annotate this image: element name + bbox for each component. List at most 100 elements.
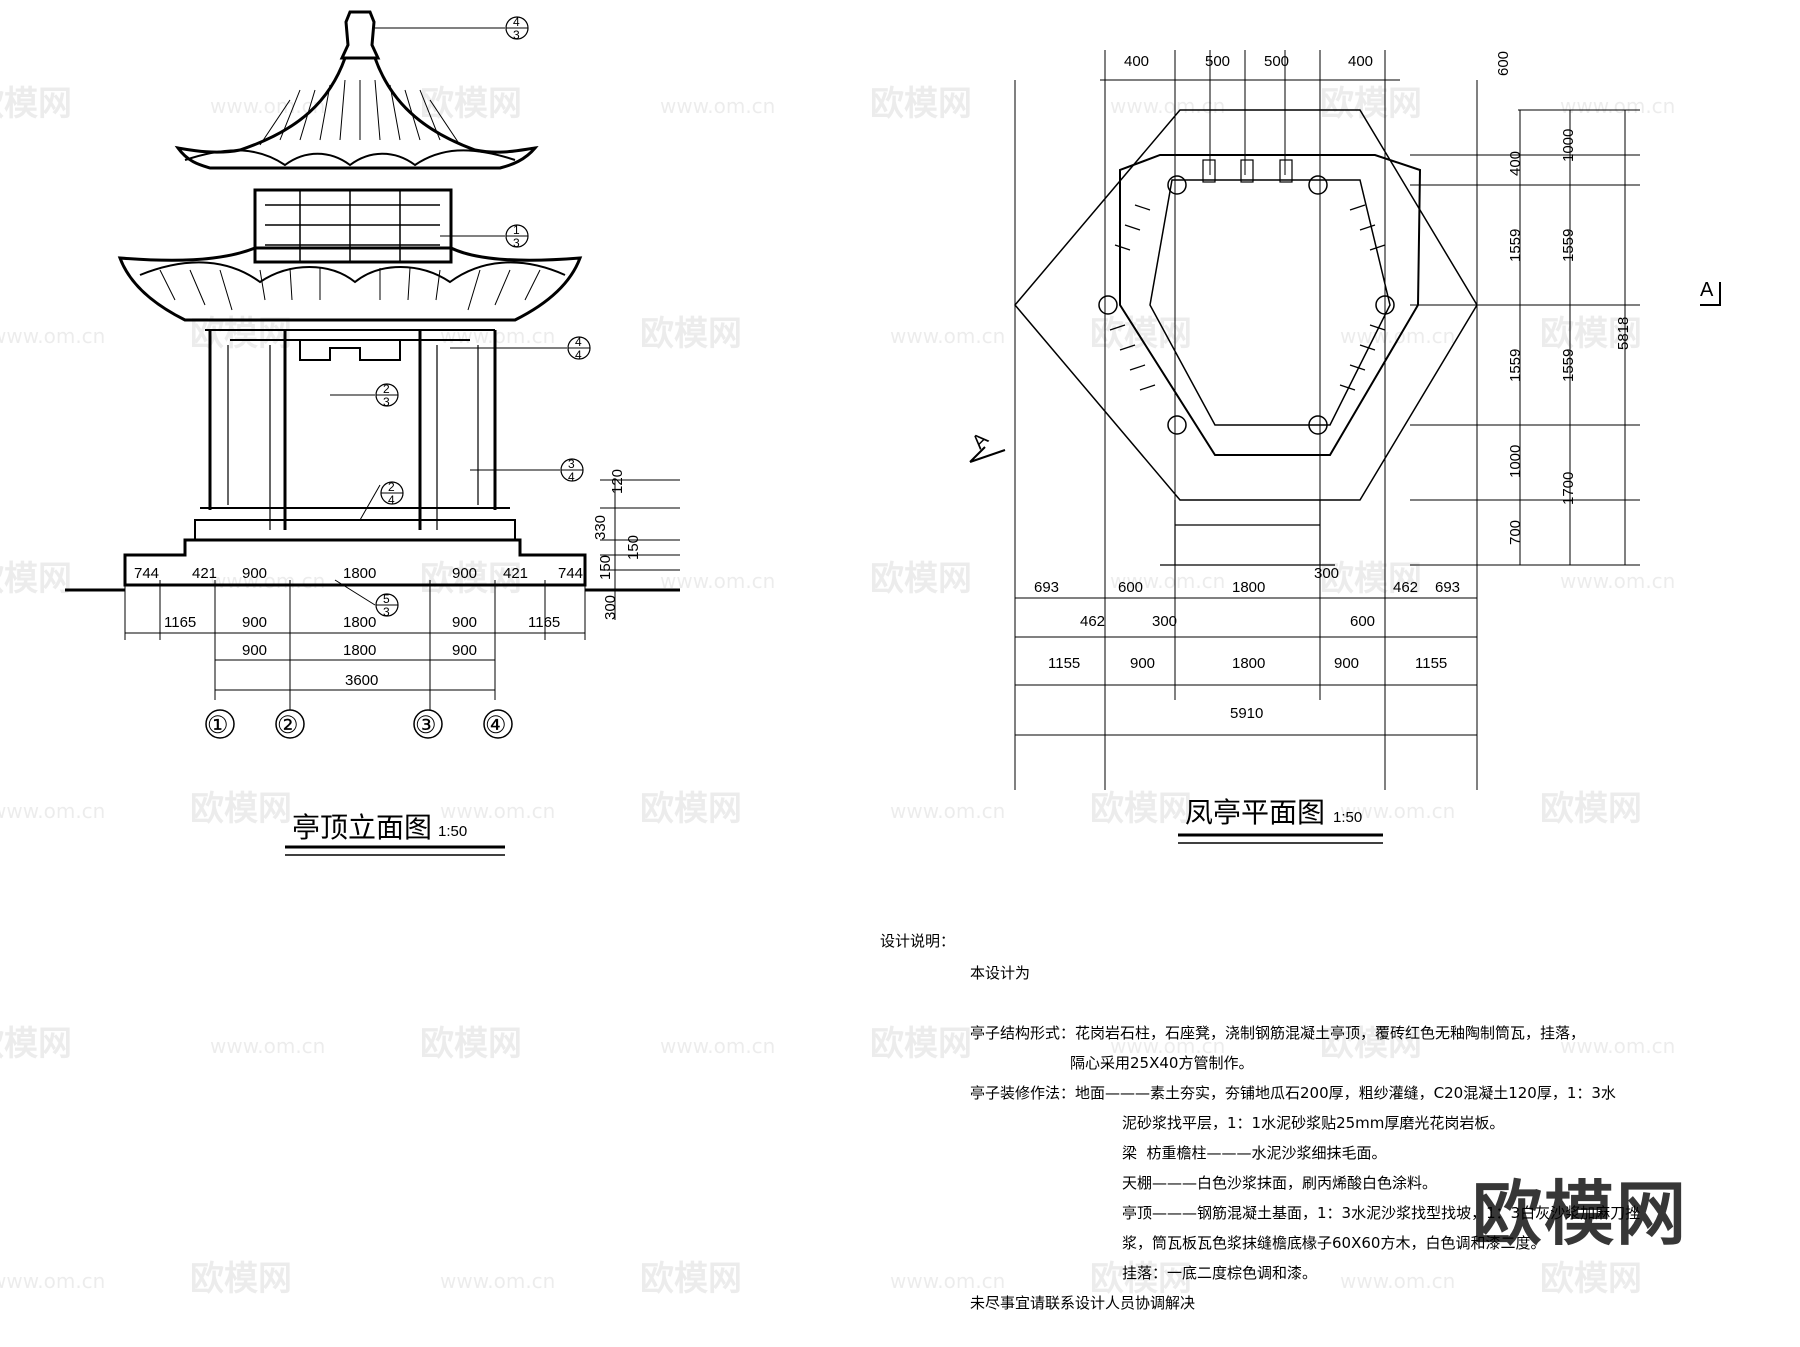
plan-vdim-left-1: 1559 (1507, 229, 1524, 262)
note-line-8: 浆，筒瓦板瓦色浆抹缝檐底椽子60X60方木，白色调和漆二度。 (1122, 1234, 1546, 1252)
plan-title: 凤亭平面图 (1185, 796, 1325, 829)
watermark-url: www.om.cn (1560, 569, 1675, 593)
plan-seat-block (1240, 159, 1254, 183)
design-notes-heading: 设计说明： (880, 932, 956, 950)
elev-vdim-4: 300 (602, 595, 619, 620)
plan-dim-row1b-0: 462 (1080, 613, 1105, 630)
plan-dim-row2-4: 1155 (1415, 655, 1447, 672)
elev-vdim-0: 120 (609, 469, 626, 494)
ref-0-num: 4 (513, 15, 520, 29)
watermark-logo: 欧模网 (870, 559, 972, 599)
plan-dim-labels: 400 500 500 400 600 400 1559 1559 1000 7… (1034, 51, 1632, 722)
lower-roof-tiles (159, 267, 541, 311)
watermark-logo: 欧模网 (1540, 789, 1642, 829)
note-line-3: 亭子装修作法：地面———素土夯实，夯铺地瓜石200厚，粗纱灌缝，C20混凝土12… (970, 1084, 1616, 1102)
elev-dim-row1-1: 421 (192, 565, 217, 582)
reference-leaders (330, 27, 567, 606)
watermark-url: www.om.cn (1110, 94, 1225, 118)
plan-column (1308, 415, 1328, 435)
pavilion-elevation (65, 10, 680, 739)
note-line-5: 梁 枋重檐柱———水泥沙浆细抹毛面。 (1122, 1144, 1387, 1162)
watermark-url: www.om.cn (890, 1269, 1005, 1293)
plan-seat-block (1279, 159, 1293, 183)
watermark-url: www.om.cn (1110, 1034, 1225, 1058)
watermark-logo: 欧模网 (1320, 84, 1422, 124)
watermark-url: www.om.cn (0, 799, 105, 823)
plan-vdim-left-2: 1559 (1507, 349, 1524, 382)
plan-vdim-right-2: 1559 (1560, 349, 1577, 382)
watermark-url: www.om.cn (660, 1034, 775, 1058)
plan-dim-row1-5: 693 (1435, 579, 1460, 596)
watermark-logo: 欧模网 (0, 1024, 72, 1064)
watermark-logo: 欧模网 (0, 559, 72, 599)
note-line-9: 挂落：一底二度棕色调和漆。 (1122, 1264, 1318, 1282)
elev-dim-row1-4: 900 (452, 565, 477, 582)
watermark-logo: 欧模网 (420, 1024, 522, 1064)
axis-circle-4 (483, 709, 513, 739)
plan-dim-row2-2: 1800 (1232, 655, 1265, 672)
plan-dim-top-right: 600 (1495, 51, 1512, 76)
design-notes: 本设计为 亭子结构形式：花岗岩石柱，石座凳，浇制钢筋混凝土亭顶，覆砖红色无釉陶制… (880, 958, 1780, 1318)
detail-reference-bubbles (375, 16, 591, 617)
watermark-logo: 欧模网 (1320, 559, 1422, 599)
elev-vdim-1: 330 (592, 515, 609, 540)
column-inner-lines (227, 345, 479, 530)
upper-roof-outline (174, 56, 539, 170)
elev-dim-row1-5: 421 (503, 565, 528, 582)
plan-seat-ring (1149, 179, 1391, 426)
watermark-logo: 欧模网 (870, 1024, 972, 1064)
elevation-scale: 1:50 (438, 823, 467, 840)
ref-1-den: 3 (513, 236, 520, 250)
elev-dim-row3-2: 900 (452, 642, 477, 659)
axis-circle-1 (205, 709, 235, 739)
axis-circle-3 (413, 709, 443, 739)
watermark-logo: 欧模网 (1090, 789, 1192, 829)
plan-bench-slats (1109, 204, 1386, 391)
note-line-0: 本设计为 (970, 964, 1031, 982)
watermark-logo: 欧模网 (870, 84, 972, 124)
plan-vdim-left-4: 700 (1507, 520, 1524, 545)
watermark-url: www.om.cn (660, 94, 775, 118)
watermark-url: www.om.cn (890, 324, 1005, 348)
ref-3-den: 3 (383, 395, 390, 409)
elev-dim-row3-1: 1800 (343, 642, 376, 659)
ref-6-den: 3 (383, 605, 390, 619)
stone-seat (194, 507, 516, 541)
plan-dim-row2-1: 900 (1130, 655, 1155, 672)
elev-vdim-2: 150 (625, 535, 642, 560)
watermark-url: www.om.cn (890, 799, 1005, 823)
watermark-url: www.om.cn (440, 1269, 555, 1293)
elev-vdim-3: 150 (597, 555, 614, 580)
elev-dim-row3-0: 900 (242, 642, 267, 659)
note-line-10: 未尽事宜请联系设计人员协调解决 (970, 1294, 1196, 1312)
plan-outer-platform (1014, 109, 1478, 501)
note-line-2: 隔心采用25X40方管制作。 (1070, 1054, 1254, 1072)
plan-dim-row1-1: 600 (1118, 579, 1143, 596)
plan-vdim-right-3: 1700 (1560, 472, 1577, 505)
plan-column (1098, 295, 1118, 315)
axis-label-3: ③ (415, 712, 437, 739)
watermark-logo: 欧模网 (190, 1259, 292, 1299)
plan-column (1167, 415, 1187, 435)
plan-dim-row1b-1: 300 (1152, 613, 1177, 630)
plan-vdim-right-0: 1000 (1560, 129, 1577, 162)
ref-2-num: 4 (575, 335, 582, 349)
plan-inner-hexagon (1119, 154, 1422, 456)
watermark-logo: 欧模网 (640, 1259, 742, 1299)
ref-4-num: 3 (568, 457, 575, 471)
elev-dim-row1-3: 1800 (343, 565, 376, 582)
plan-dim-top-0: 400 (1124, 53, 1149, 70)
watermark-url: www.om.cn (0, 1269, 105, 1293)
axis-circle-2 (275, 709, 305, 739)
lower-roof-outline (117, 246, 583, 322)
note-line-7: 亭顶———钢筋混凝土基面，1：3水泥沙浆找型找坡，1：3白灰沙浆加麻刀挫 (1122, 1204, 1641, 1222)
elevation-title: 亭顶立面图 (292, 811, 432, 844)
ref-2-den: 4 (575, 348, 582, 362)
elevation-dim-lines (124, 580, 586, 710)
plan-dim-lines (1014, 50, 1640, 790)
ref-3-num: 2 (383, 382, 390, 396)
plan-dim-row2-3: 900 (1334, 655, 1359, 672)
watermark-url: www.om.cn (440, 799, 555, 823)
ref-5-num: 2 (388, 480, 395, 494)
elev-dim-row1-0: 744 (134, 565, 159, 582)
